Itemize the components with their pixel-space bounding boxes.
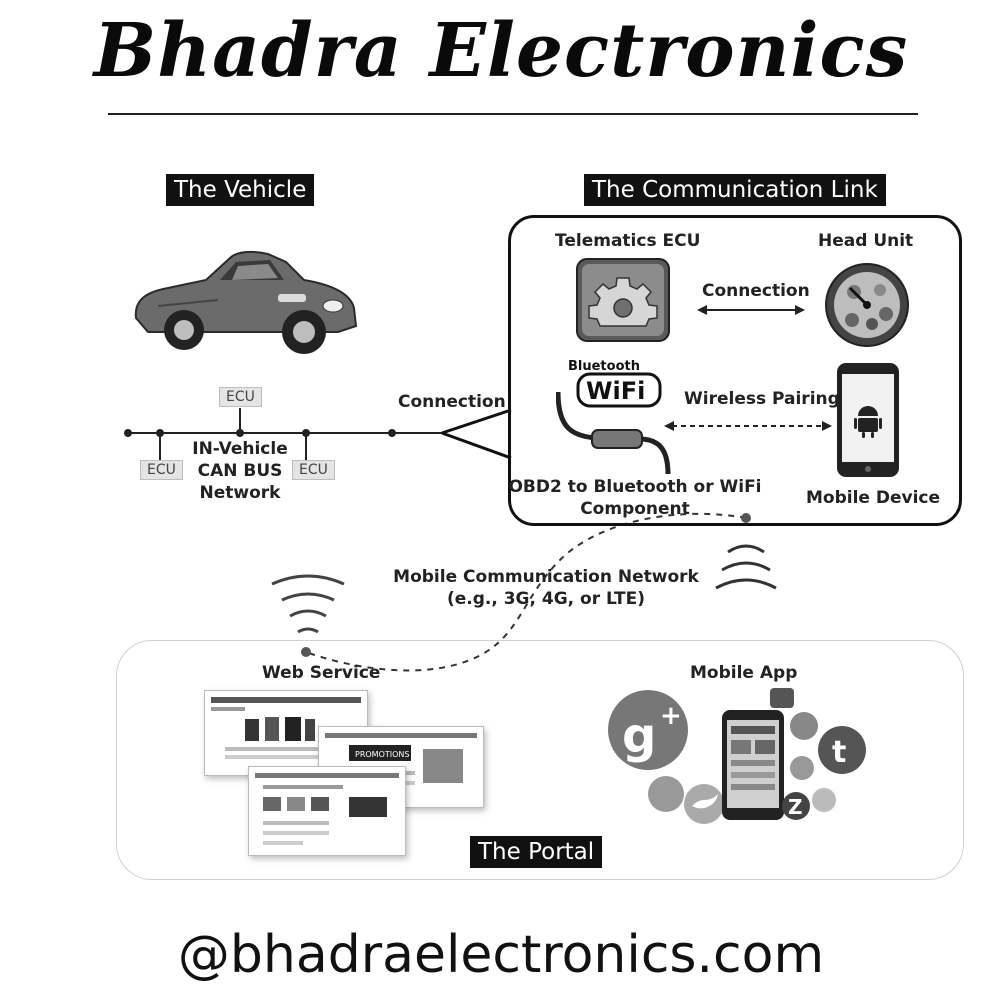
website-banner-text: PROMOTIONS [355,750,409,759]
car-icon [134,250,358,354]
connection-double-arrow [697,305,805,315]
wireless-pairing-arrow [664,421,832,431]
mobile-app-label: Mobile App [690,663,798,683]
svg-text:g: g [622,708,656,764]
head-unit-dial-icon [825,263,909,347]
mobile-network-dashed-path [305,512,747,672]
obd2-label: OBD2 to Bluetooth or WiFi Component [505,476,765,520]
section-label-portal: The Portal [470,836,603,868]
connection-label-link: Connection [702,281,810,301]
title-underline [108,113,918,115]
signal-waves-link [715,544,777,590]
mobile-network-subtitle: (e.g., 3G, 4G, or LTE) [446,589,646,609]
youtube-icon [770,688,794,708]
signal-waves-web [271,574,345,634]
can-bus-label-line1: IN-Vehicle [192,439,288,459]
ecu-box-left: ECU [140,460,183,480]
portal-panel [116,640,964,880]
google-plus-icon [608,690,688,770]
wifi-text: WiFi [586,377,645,405]
website-screenshot-3 [248,766,406,856]
obd2-adapter-icon: Bluetooth WiFi [556,359,671,475]
section-label-communication-link: The Communication Link [584,174,886,206]
footer-handle: @bhadraelectronics.com [177,925,825,985]
brand-title: Bhadra Electronics [93,8,909,94]
svg-text:+: + [660,701,682,731]
connection-label-vehicle: Connection [398,392,506,412]
website-screenshot-3-content [255,773,399,845]
can-bus-label-line3: Network [199,483,281,503]
communication-link-panel [508,215,962,526]
svg-text:t: t [832,735,846,770]
ecu-box-right: ECU [292,460,335,480]
obd2-label-line2: Component [580,499,690,519]
mobile-app-collage: g + t Z [608,688,866,824]
mobile-network-label: Mobile Communication Network (e.g., 3G, … [388,566,704,610]
tumblr-icon [818,726,866,774]
callout-pointer [441,408,512,460]
mobile-device-icon [837,363,899,477]
obd2-label-line1: OBD2 to Bluetooth or WiFi [508,477,762,497]
website-screenshot-1-content [211,697,361,759]
bluetooth-text: Bluetooth [568,359,640,374]
svg-text:Z: Z [788,795,803,819]
can-bus-label: IN-Vehicle CAN BUS Network [180,438,300,504]
ecu-box-top: ECU [219,387,262,407]
telematics-ecu-label: Telematics ECU [555,231,701,251]
section-label-vehicle: The Vehicle [166,174,315,206]
gear-icon [576,258,670,342]
wireless-pairing-label: Wireless Pairing [684,389,840,409]
mobile-device-label: Mobile Device [806,488,941,508]
web-service-label: Web Service [262,663,381,683]
mobile-network-title: Mobile Communication Network [393,567,699,587]
can-bus-label-line2: CAN BUS [197,461,283,481]
head-unit-label: Head Unit [818,231,914,251]
